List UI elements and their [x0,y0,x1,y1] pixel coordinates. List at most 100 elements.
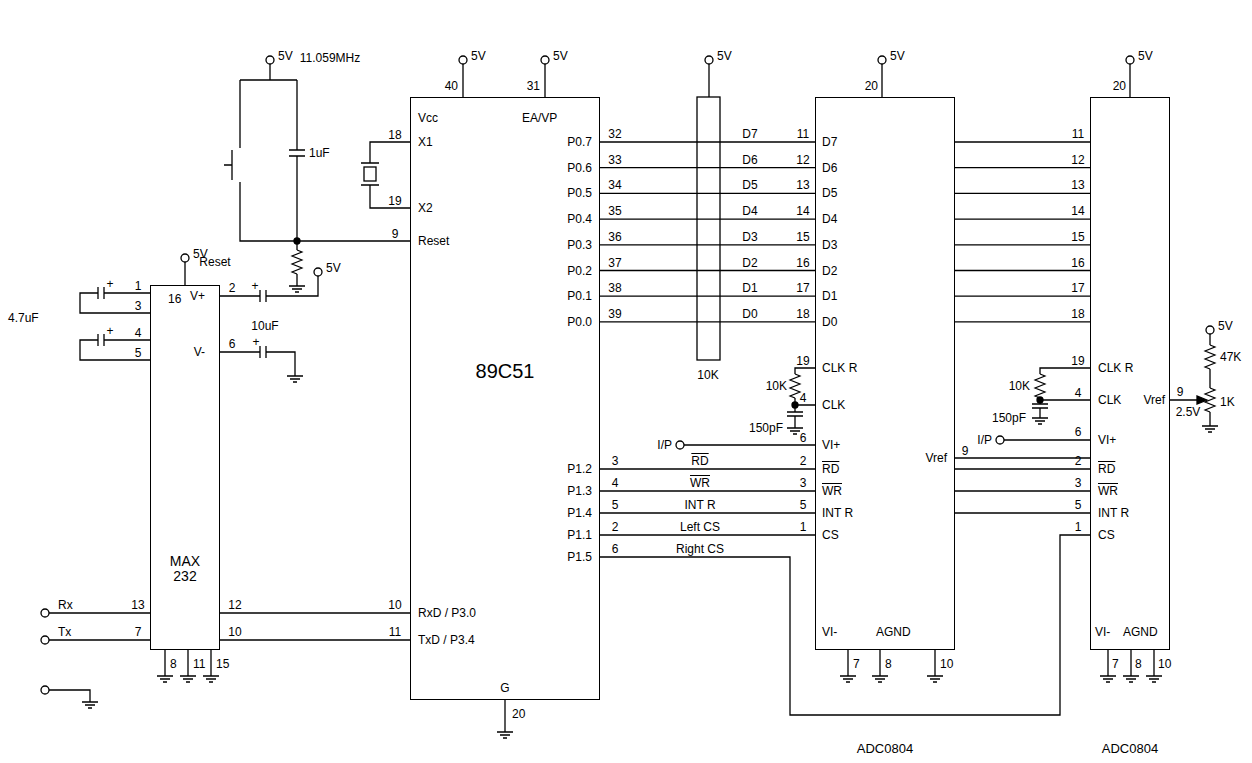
ground-symbol [497,728,513,738]
pin-label: + [106,325,113,337]
signal-label: D7 [741,128,758,140]
input-terminal [676,441,684,449]
pin-label: 11 [389,626,401,638]
pin-label: P1.4 [567,507,592,519]
pin-label: 150pF [992,412,1026,424]
pin-label: 9 [962,445,969,457]
wire [600,141,815,142]
signal-label: D4 [741,205,758,217]
pin-label: 19 [388,195,401,207]
pin-label: 150pF [749,422,783,434]
pin-label: 6 [612,543,619,555]
pin-label: 10uF [251,320,278,332]
pin-label: X1 [418,136,433,148]
pin-label: Reset [418,235,449,247]
wiper-arrow [1197,396,1207,404]
pin-label: I/P [977,434,992,446]
pin-label: AGND [876,626,911,638]
power-wire [463,64,545,97]
signal-label: D3 [741,231,758,243]
pin-label: 1K [1220,396,1235,408]
pin-label: D6 [822,162,837,174]
pin-label: 15 [1071,231,1084,243]
pin-label: AGND [1123,626,1158,638]
pin-label: 2.5V [1176,406,1201,418]
pin-label: 12 [228,599,241,611]
pin-label: WR [822,485,842,497]
junction-dot [1037,397,1043,403]
resistor-pack [697,97,720,360]
pin-label: 6 [1075,426,1082,438]
pin-label: P0.2 [567,265,592,277]
pin-label: 18 [796,308,809,320]
pin-label: P0.1 [567,290,592,302]
pin-label: 5V [1138,50,1153,62]
wire [220,612,410,613]
pin-label: 13 [1071,179,1084,191]
pin-label: 5V [278,50,293,62]
pin-label: D5 [822,187,837,199]
pin-label: CLK R [1098,362,1133,374]
pin-label: 11 [797,128,809,140]
pin-label: P0.0 [567,316,592,328]
wire [600,468,815,469]
serial-terminal [41,609,49,617]
pin-label: 5V [553,50,568,62]
pin-label: V+ [190,290,205,302]
ground-symbol [180,672,196,682]
pin-label: 5V [1218,320,1233,332]
wire [600,193,815,194]
pin-label: 19 [1071,355,1084,367]
pin-label: 10K [766,380,787,392]
pin-label: INT R [822,507,853,519]
junction-dot [294,238,300,244]
pin-label: 8 [170,658,177,670]
wire [955,321,1090,322]
pin-label: CS [1098,529,1115,541]
pin-label: 11.059MHz [300,52,360,64]
pin-label: 5V [193,248,208,260]
pin-label: 9 [392,228,399,240]
pin-label: 8 [885,658,892,670]
ic-chip: MAX 232 [150,285,220,650]
pin-label: 8 [1135,658,1142,670]
pin-label: 3 [612,455,619,467]
wire [955,167,1090,168]
chip-name: ADC0804 [1102,742,1158,756]
pin-label: P1.1 [567,529,592,541]
pin-label: 5V [326,262,341,274]
pin-label: 14 [1071,205,1084,217]
pin-label: 47K [1220,351,1241,363]
pin-label: 2 [612,521,619,533]
pin-label: Tx [58,626,71,638]
wire [600,167,815,168]
pin-label: 33 [608,154,621,166]
pin-label: VI+ [1098,434,1116,446]
power-terminal [181,254,189,262]
power-terminal [266,56,274,64]
pin-label: 17 [1071,282,1084,294]
pin-label: 10 [228,626,241,638]
crystal-symbol [364,167,376,181]
wire [600,270,815,271]
pin-label: 5 [135,347,142,359]
adc-left-wires [684,64,935,672]
pin-label: 1uF [309,147,330,159]
pin-label: 20 [865,80,878,92]
chip-name: 89C51 [476,360,535,382]
pin-label: 12 [796,154,809,166]
wire [600,321,815,322]
ground-symbol [1123,672,1139,682]
ground-symbol [840,672,856,682]
wire [955,468,1090,469]
wire [955,296,1090,297]
pin-label: V- [194,346,205,358]
resistor-symbol [1035,374,1045,398]
pin-label: 4 [1075,387,1082,399]
wire [600,296,815,297]
pin-label: 10K [1009,380,1030,392]
signal-label: Left CS [679,521,721,533]
pin-label: P1.2 [567,463,592,475]
signal-label: Right CS [675,543,725,555]
pin-label: 16 [1071,257,1084,269]
